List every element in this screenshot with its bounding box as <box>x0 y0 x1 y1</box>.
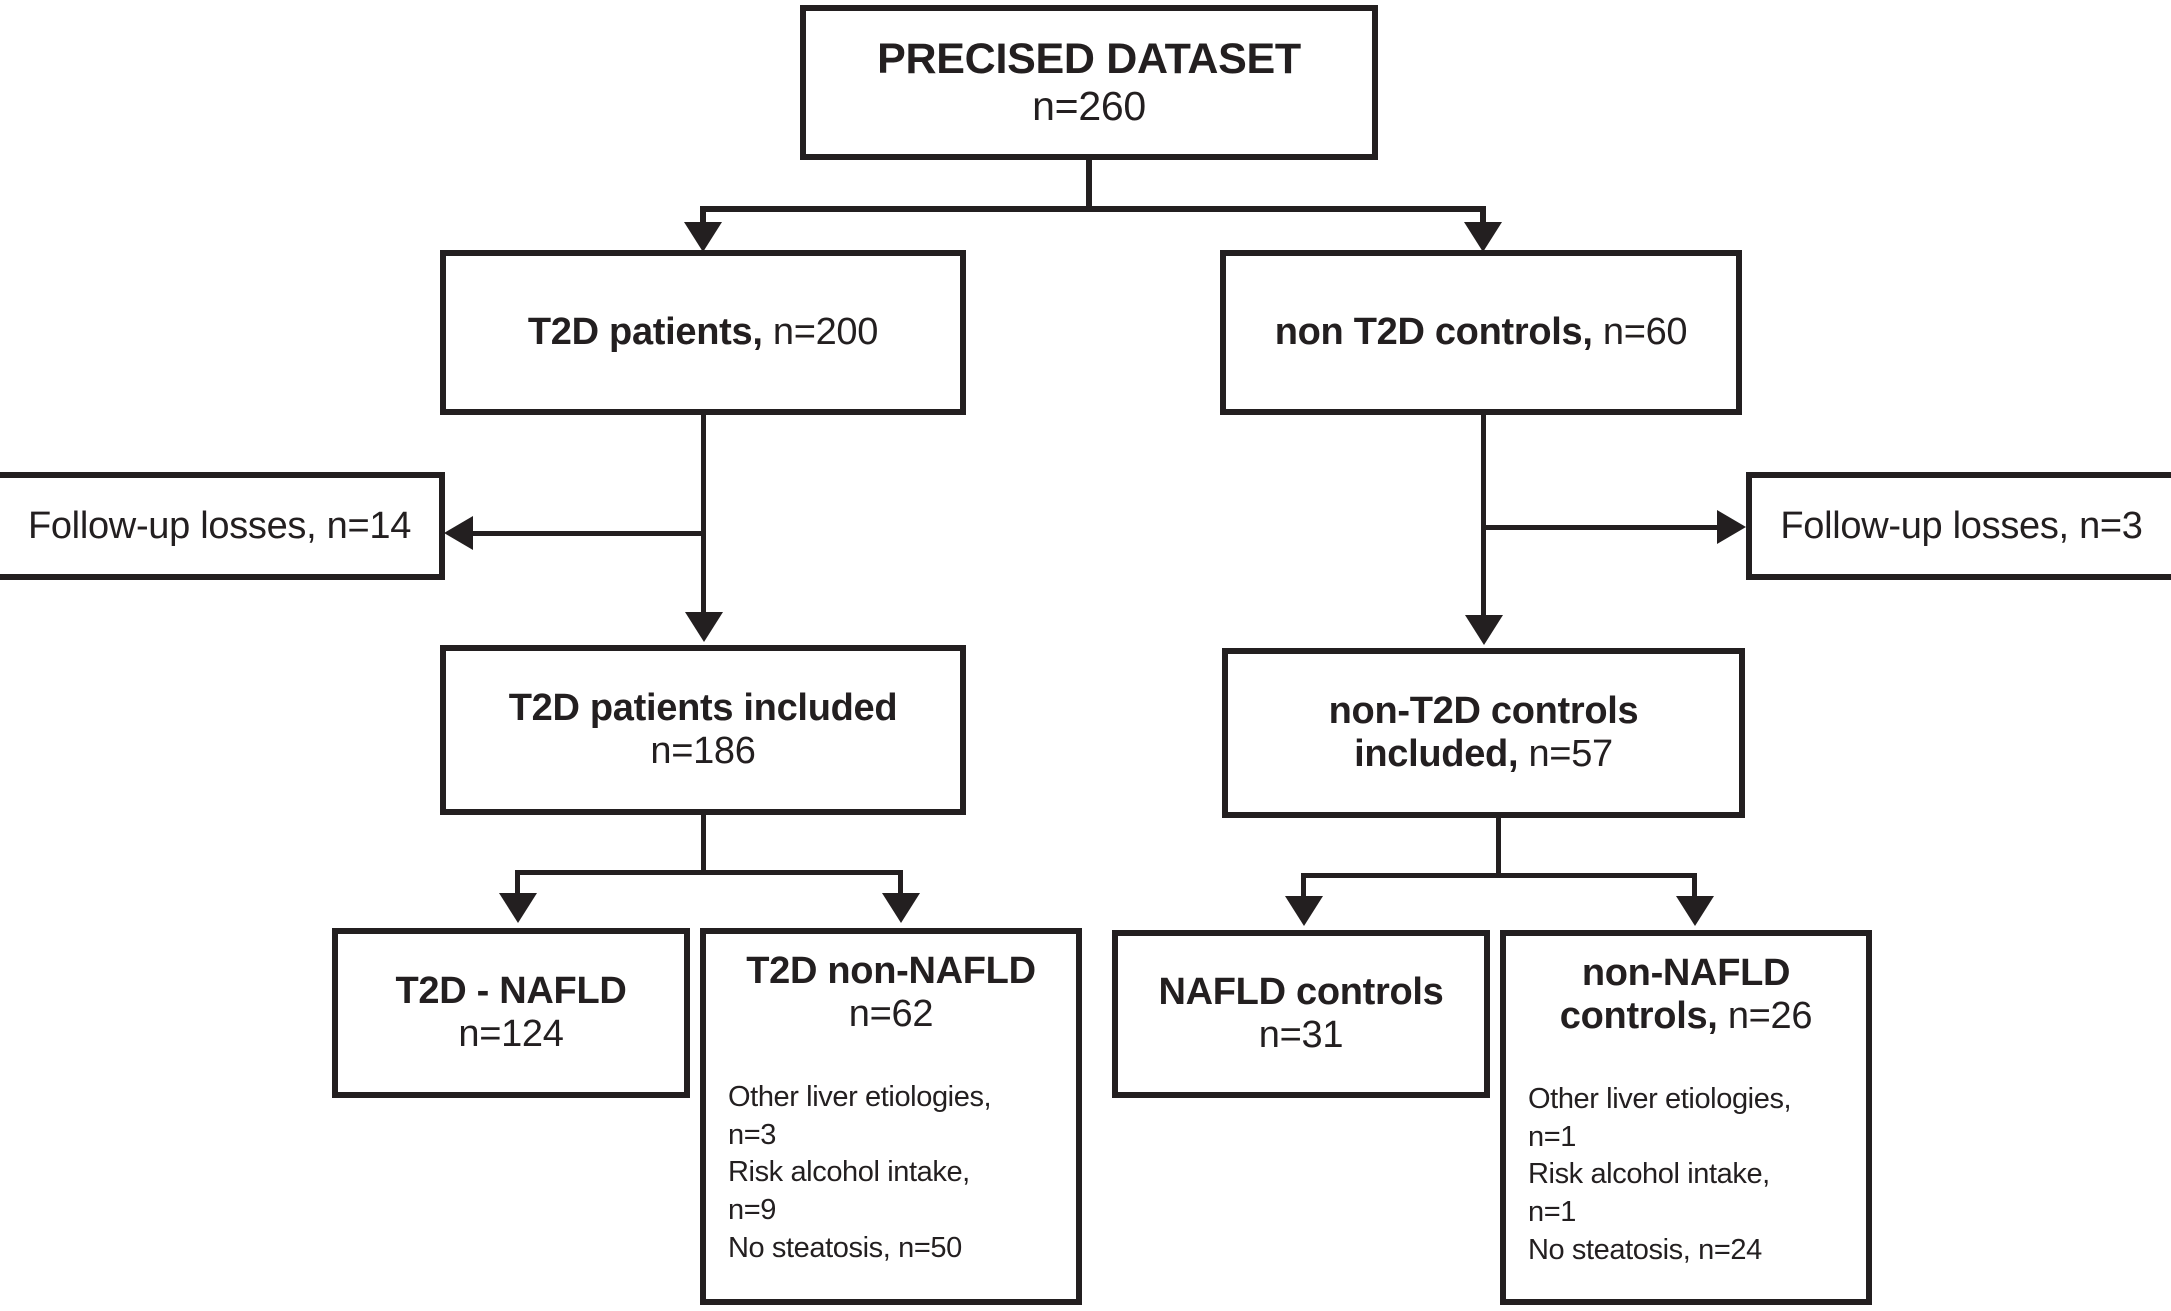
node-precised-dataset: PRECISED DATASET n=260 <box>800 5 1378 160</box>
non-t2d-included-label-line2: included, <box>1354 733 1519 775</box>
arrow-to-t2d-non-nafld <box>882 893 920 923</box>
connector-t2d-trunk <box>701 413 706 618</box>
connector-controls-included-stem <box>1496 816 1501 878</box>
non-nafld-controls-line2: controls, n=26 <box>1506 995 1866 1038</box>
arrow-to-nafld-controls <box>1285 896 1323 926</box>
detail-line: Risk alcohol intake, <box>728 1156 970 1189</box>
node-t2d-nafld: T2D - NAFLD n=124 <box>332 928 690 1098</box>
t2d-included-label: T2D patients included <box>508 687 898 730</box>
connector-root-bar <box>700 206 1486 212</box>
non-nafld-controls-details: Other liver etiologies, n=1 Risk alcohol… <box>1506 1037 1866 1269</box>
connector-non-nafld-controls-drop <box>1692 873 1697 903</box>
non-t2d-included-count: n=57 <box>1528 733 1613 775</box>
non-t2d-included-line2: included, n=57 <box>1354 733 1613 776</box>
node-non-nafld-controls: non-NAFLD controls, n=26 Other liver eti… <box>1500 930 1872 1305</box>
arrow-to-t2d-nafld <box>499 893 537 923</box>
connector-controls-included-bar <box>1301 873 1697 878</box>
node-followup-losses-left: Follow-up losses, n=14 <box>0 472 445 580</box>
detail-line: n=1 <box>1528 1196 1576 1229</box>
connector-nafld-controls-drop <box>1301 873 1306 903</box>
detail-line: Other liver etiologies, <box>728 1081 992 1114</box>
node-nafld-controls: NAFLD controls n=31 <box>1112 930 1490 1098</box>
t2d-non-nafld-header: T2D non-NAFLD n=62 <box>706 934 1076 1035</box>
connector-t2d-non-nafld-drop <box>898 870 903 900</box>
detail-line: n=9 <box>728 1194 776 1227</box>
arrow-to-non-nafld-controls <box>1676 896 1714 926</box>
connector-t2d-followup-branch <box>471 531 703 536</box>
t2d-non-nafld-details: Other liver etiologies, n=3 Risk alcohol… <box>706 1035 1076 1267</box>
nafld-controls-label: NAFLD controls <box>1158 971 1444 1014</box>
connector-root-right-drop <box>1480 206 1486 236</box>
arrow-to-followup-left <box>444 516 473 550</box>
node-non-t2d-included: non-T2D controls included, n=57 <box>1222 648 1745 818</box>
connector-controls-trunk <box>1481 413 1486 621</box>
t2d-nafld-label: T2D - NAFLD <box>395 970 627 1013</box>
detail-line: No steatosis, n=24 <box>1528 1233 1762 1266</box>
detail-line: Other liver etiologies, <box>1528 1083 1792 1116</box>
node-t2d-patients: T2D patients, n=200 <box>440 250 966 415</box>
detail-line: n=3 <box>728 1118 776 1151</box>
connector-t2d-nafld-drop <box>515 870 520 900</box>
non-nafld-controls-label-line2: controls, <box>1559 994 1718 1037</box>
arrow-to-followup-right <box>1717 510 1746 544</box>
nafld-controls-count: n=31 <box>1258 1014 1344 1056</box>
connector-t2d-included-stem <box>701 813 706 875</box>
detail-line: n=1 <box>1528 1120 1576 1153</box>
non-t2d-controls-count: n=60 <box>1602 311 1688 354</box>
non-t2d-controls-title: non T2D controls, n=60 <box>1275 311 1688 354</box>
detail-line: No steatosis, n=50 <box>728 1231 962 1264</box>
precised-dataset-title: PRECISED DATASET <box>877 35 1301 84</box>
non-t2d-controls-label: non T2D controls, <box>1274 311 1593 354</box>
connector-controls-followup-branch <box>1483 525 1719 530</box>
t2d-patients-title: T2D patients, n=200 <box>527 311 879 354</box>
arrow-root-to-controls <box>1464 222 1502 252</box>
t2d-patients-count: n=200 <box>772 311 879 354</box>
non-t2d-included-label-line1: non-T2D controls <box>1328 690 1639 733</box>
non-nafld-controls-label-line1: non-NAFLD <box>1581 952 1791 994</box>
t2d-non-nafld-count: n=62 <box>848 992 934 1035</box>
non-nafld-controls-count: n=26 <box>1727 994 1813 1037</box>
t2d-included-count: n=186 <box>650 730 756 772</box>
detail-line: Risk alcohol intake, <box>1528 1158 1770 1191</box>
t2d-non-nafld-label: T2D non-NAFLD <box>746 950 1036 992</box>
followup-losses-left-text: Follow-up losses, n=14 <box>27 504 412 547</box>
node-followup-losses-right: Follow-up losses, n=3 <box>1746 472 2171 580</box>
connector-root-stem <box>1086 158 1092 210</box>
arrow-t2d-to-included <box>685 612 723 642</box>
connector-root-left-drop <box>700 206 706 236</box>
arrow-controls-to-included <box>1465 615 1503 645</box>
node-t2d-included: T2D patients included n=186 <box>440 645 966 815</box>
t2d-patients-label: T2D patients, <box>527 311 763 354</box>
node-non-t2d-controls: non T2D controls, n=60 <box>1220 250 1742 415</box>
t2d-nafld-count: n=124 <box>458 1013 564 1055</box>
precised-dataset-count: n=260 <box>1032 82 1146 129</box>
followup-losses-right-text: Follow-up losses, n=3 <box>1780 504 2143 547</box>
arrow-root-to-t2d <box>684 222 722 252</box>
node-t2d-non-nafld: T2D non-NAFLD n=62 Other liver etiologie… <box>700 928 1082 1305</box>
connector-t2d-included-bar <box>515 870 903 875</box>
non-nafld-controls-header: non-NAFLD controls, n=26 <box>1506 936 1866 1037</box>
